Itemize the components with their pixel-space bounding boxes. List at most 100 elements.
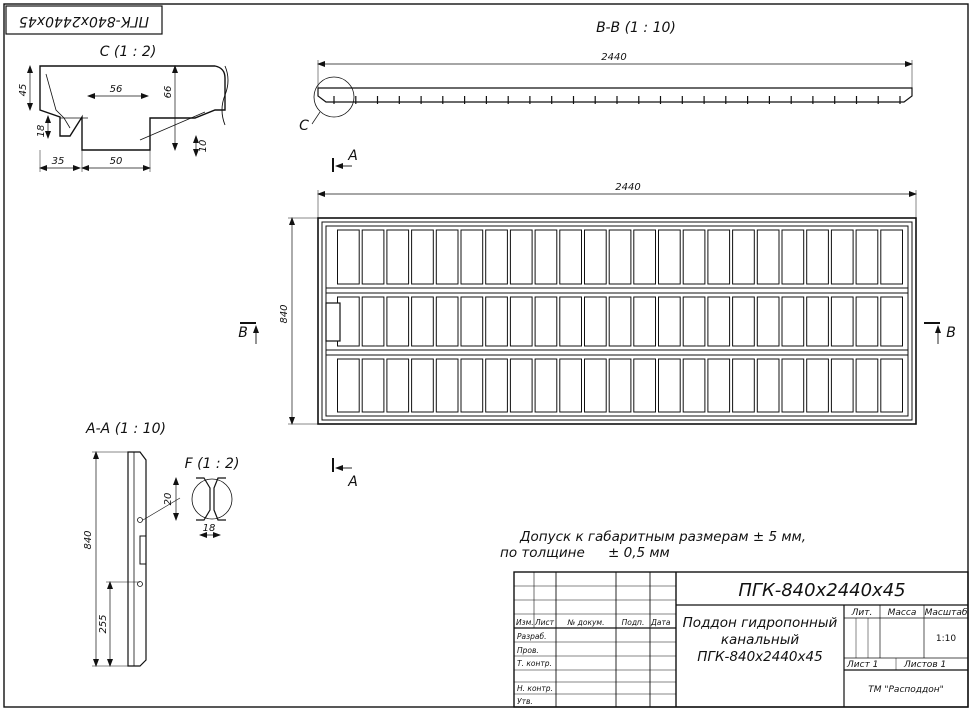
plan-cell (485, 229, 508, 285)
tb-name-line-2: канальный (721, 632, 800, 648)
plan-cell (509, 296, 533, 347)
note-line-2: по толщине (500, 545, 585, 561)
plan-cell (880, 296, 903, 347)
plan-dim-2440: 2440 (615, 182, 640, 193)
tb-col-sign: Подп. (622, 618, 645, 627)
plan-cell (707, 296, 731, 347)
plan-cell (855, 229, 879, 285)
plan-cell (608, 229, 632, 285)
plan-cell (806, 229, 829, 285)
plan-cell (386, 296, 410, 347)
plan-cell (608, 296, 632, 347)
plan-cell (460, 358, 484, 413)
tb-row-utv: Утв. (517, 697, 533, 706)
tb-designation: ПГК-840х2440х45 (738, 580, 905, 601)
tb-col-date: Дата (650, 618, 671, 627)
tb-massa: Масса (888, 608, 917, 618)
section-bb-ribs (333, 96, 901, 104)
plan-cell (559, 358, 582, 413)
plan-cell (732, 296, 755, 347)
tb-sheets: Листов 1 (903, 660, 946, 670)
plan-cell (509, 358, 533, 413)
plan-cell (559, 229, 582, 285)
detail-c-dim-56: 56 (110, 84, 123, 95)
plan-cell (707, 229, 731, 285)
plan-cell (337, 358, 360, 413)
plan-cell (781, 296, 805, 347)
tb-col-izm: Изм. (516, 618, 534, 627)
cut-b-right-marker: B (924, 322, 956, 344)
cut-b-left-marker: B (238, 322, 259, 344)
cut-a-top-label: A (347, 148, 358, 164)
plan-cell (880, 229, 903, 285)
plan-cell (855, 358, 879, 413)
plan-cell (337, 296, 360, 347)
section-bb-profile (317, 87, 913, 103)
plan-dim-840: 840 (279, 304, 290, 323)
section-bb-view: B-B (1 : 10) 2440 C (299, 20, 913, 134)
section-bb-detail-c-circle (313, 76, 355, 118)
plan-cell (781, 358, 805, 413)
cut-b-left-label: B (238, 325, 248, 341)
plan-cell (460, 296, 484, 347)
plan-cell (386, 229, 410, 285)
plan-view: 2440 840 A A B (238, 148, 956, 490)
tb-row-tkontr: Т. контр. (517, 659, 552, 668)
plan-cell (633, 229, 656, 285)
plan-cell (830, 296, 854, 347)
tb-col-list: Лист (534, 618, 555, 627)
section-aa-profile (127, 451, 147, 667)
tb-col-doc: № докум. (567, 618, 605, 627)
plan-cell (435, 296, 459, 347)
corner-label: ПГК-840х2440х45 (5, 5, 163, 35)
detail-c-dim-45: 45 (18, 84, 29, 97)
tb-sheet: Лист 1 (846, 660, 878, 670)
plan-cell (781, 229, 805, 285)
plan-cell (361, 358, 385, 413)
section-bb-callout-c: C (299, 118, 309, 134)
cut-a-bottom-marker: A (332, 458, 358, 490)
section-aa-view: A-A (1 : 10) 840 255 (83, 421, 181, 667)
plan-cell (830, 229, 854, 285)
plan-cell (658, 229, 681, 285)
plan-cell (682, 229, 706, 285)
plan-cell (435, 358, 459, 413)
plan-cell (658, 296, 681, 347)
plan-cell (411, 296, 434, 347)
plan-cell (633, 296, 656, 347)
cut-a-top-marker: A (332, 148, 358, 172)
tb-scale-value: 1:10 (936, 634, 956, 644)
plan-cell (559, 296, 582, 347)
tb-masshtab: Масштаб (925, 608, 968, 618)
plan-cell (361, 229, 385, 285)
plan-cell (682, 296, 706, 347)
plan-cell (608, 358, 632, 413)
plan-cell (411, 358, 434, 413)
plan-cell (732, 358, 755, 413)
plan-outer-frame (317, 217, 917, 425)
detail-c-dim-18: 18 (36, 125, 47, 138)
cut-a-bottom-label: A (347, 474, 358, 490)
plan-cell (337, 229, 360, 285)
detail-c-profile (39, 65, 226, 151)
plan-cell (584, 296, 607, 347)
plan-cell (534, 296, 558, 347)
tb-row-nkontr: Н. контр. (517, 684, 553, 693)
plan-cell (584, 358, 607, 413)
note-line-1: Допуск к габаритным размерам ± 5 мм, (519, 529, 806, 545)
cut-b-right-label: B (946, 325, 956, 341)
sheet-frame (3, 3, 969, 708)
tb-lit: Лит. (851, 608, 873, 618)
section-bb-dim-2440: 2440 (601, 52, 626, 63)
detail-c-dim-50: 50 (110, 156, 123, 167)
plan-cell (386, 358, 410, 413)
plan-cell (806, 358, 829, 413)
plan-cell (435, 229, 459, 285)
title-block: Изм. Лист № докум. Подп. Дата Разраб. Пр… (513, 571, 969, 708)
plan-cell (485, 296, 508, 347)
plan-cell (806, 296, 829, 347)
plan-cell (633, 358, 656, 413)
note-line-2-value: ± 0,5 мм (608, 545, 670, 561)
plan-cell (361, 296, 385, 347)
